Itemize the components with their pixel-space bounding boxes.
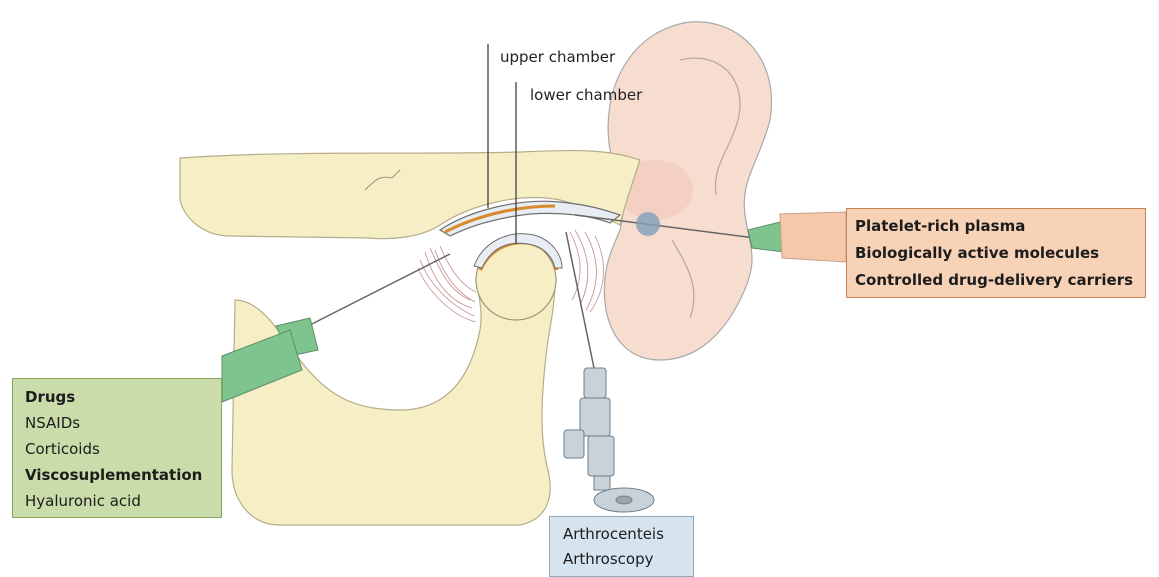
box-bottom-line-1: Arthrocenteis [563, 522, 680, 547]
right-syringe-hub [748, 222, 785, 252]
box-right-line-3: Controlled drug-delivery carriers [855, 267, 1137, 294]
box-left-line-5: Hyaluronic acid [25, 488, 209, 514]
ligament-fibers-left [418, 246, 476, 322]
lower-chamber-label: lower chamber [530, 85, 642, 105]
upper-chamber-label: upper chamber [500, 47, 615, 67]
box-left-line-1: Drugs [25, 384, 209, 410]
treatment-box-right: Platelet-rich plasma Biologically active… [846, 208, 1146, 298]
arthroscope-needle [566, 232, 594, 368]
box-left-line-4: Viscosuplementation [25, 462, 209, 488]
box-left-line-3: Corticoids [25, 436, 209, 462]
box-bottom-line-2: Arthroscopy [563, 547, 680, 572]
arthroscope [564, 368, 654, 512]
ligament-fibers-right [570, 230, 604, 312]
box-right-line-2: Biologically active molecules [855, 240, 1137, 267]
injection-point [636, 212, 660, 236]
left-needle [300, 254, 450, 330]
temporal-bone [180, 150, 640, 238]
treatment-box-bottom: Arthrocenteis Arthroscopy [549, 516, 694, 577]
box-left-line-2: NSAIDs [25, 410, 209, 436]
treatment-box-left: Drugs NSAIDs Corticoids Viscosuplementat… [12, 378, 222, 518]
box-right-line-1: Platelet-rich plasma [855, 213, 1137, 240]
right-syringe-barrel [780, 212, 846, 262]
